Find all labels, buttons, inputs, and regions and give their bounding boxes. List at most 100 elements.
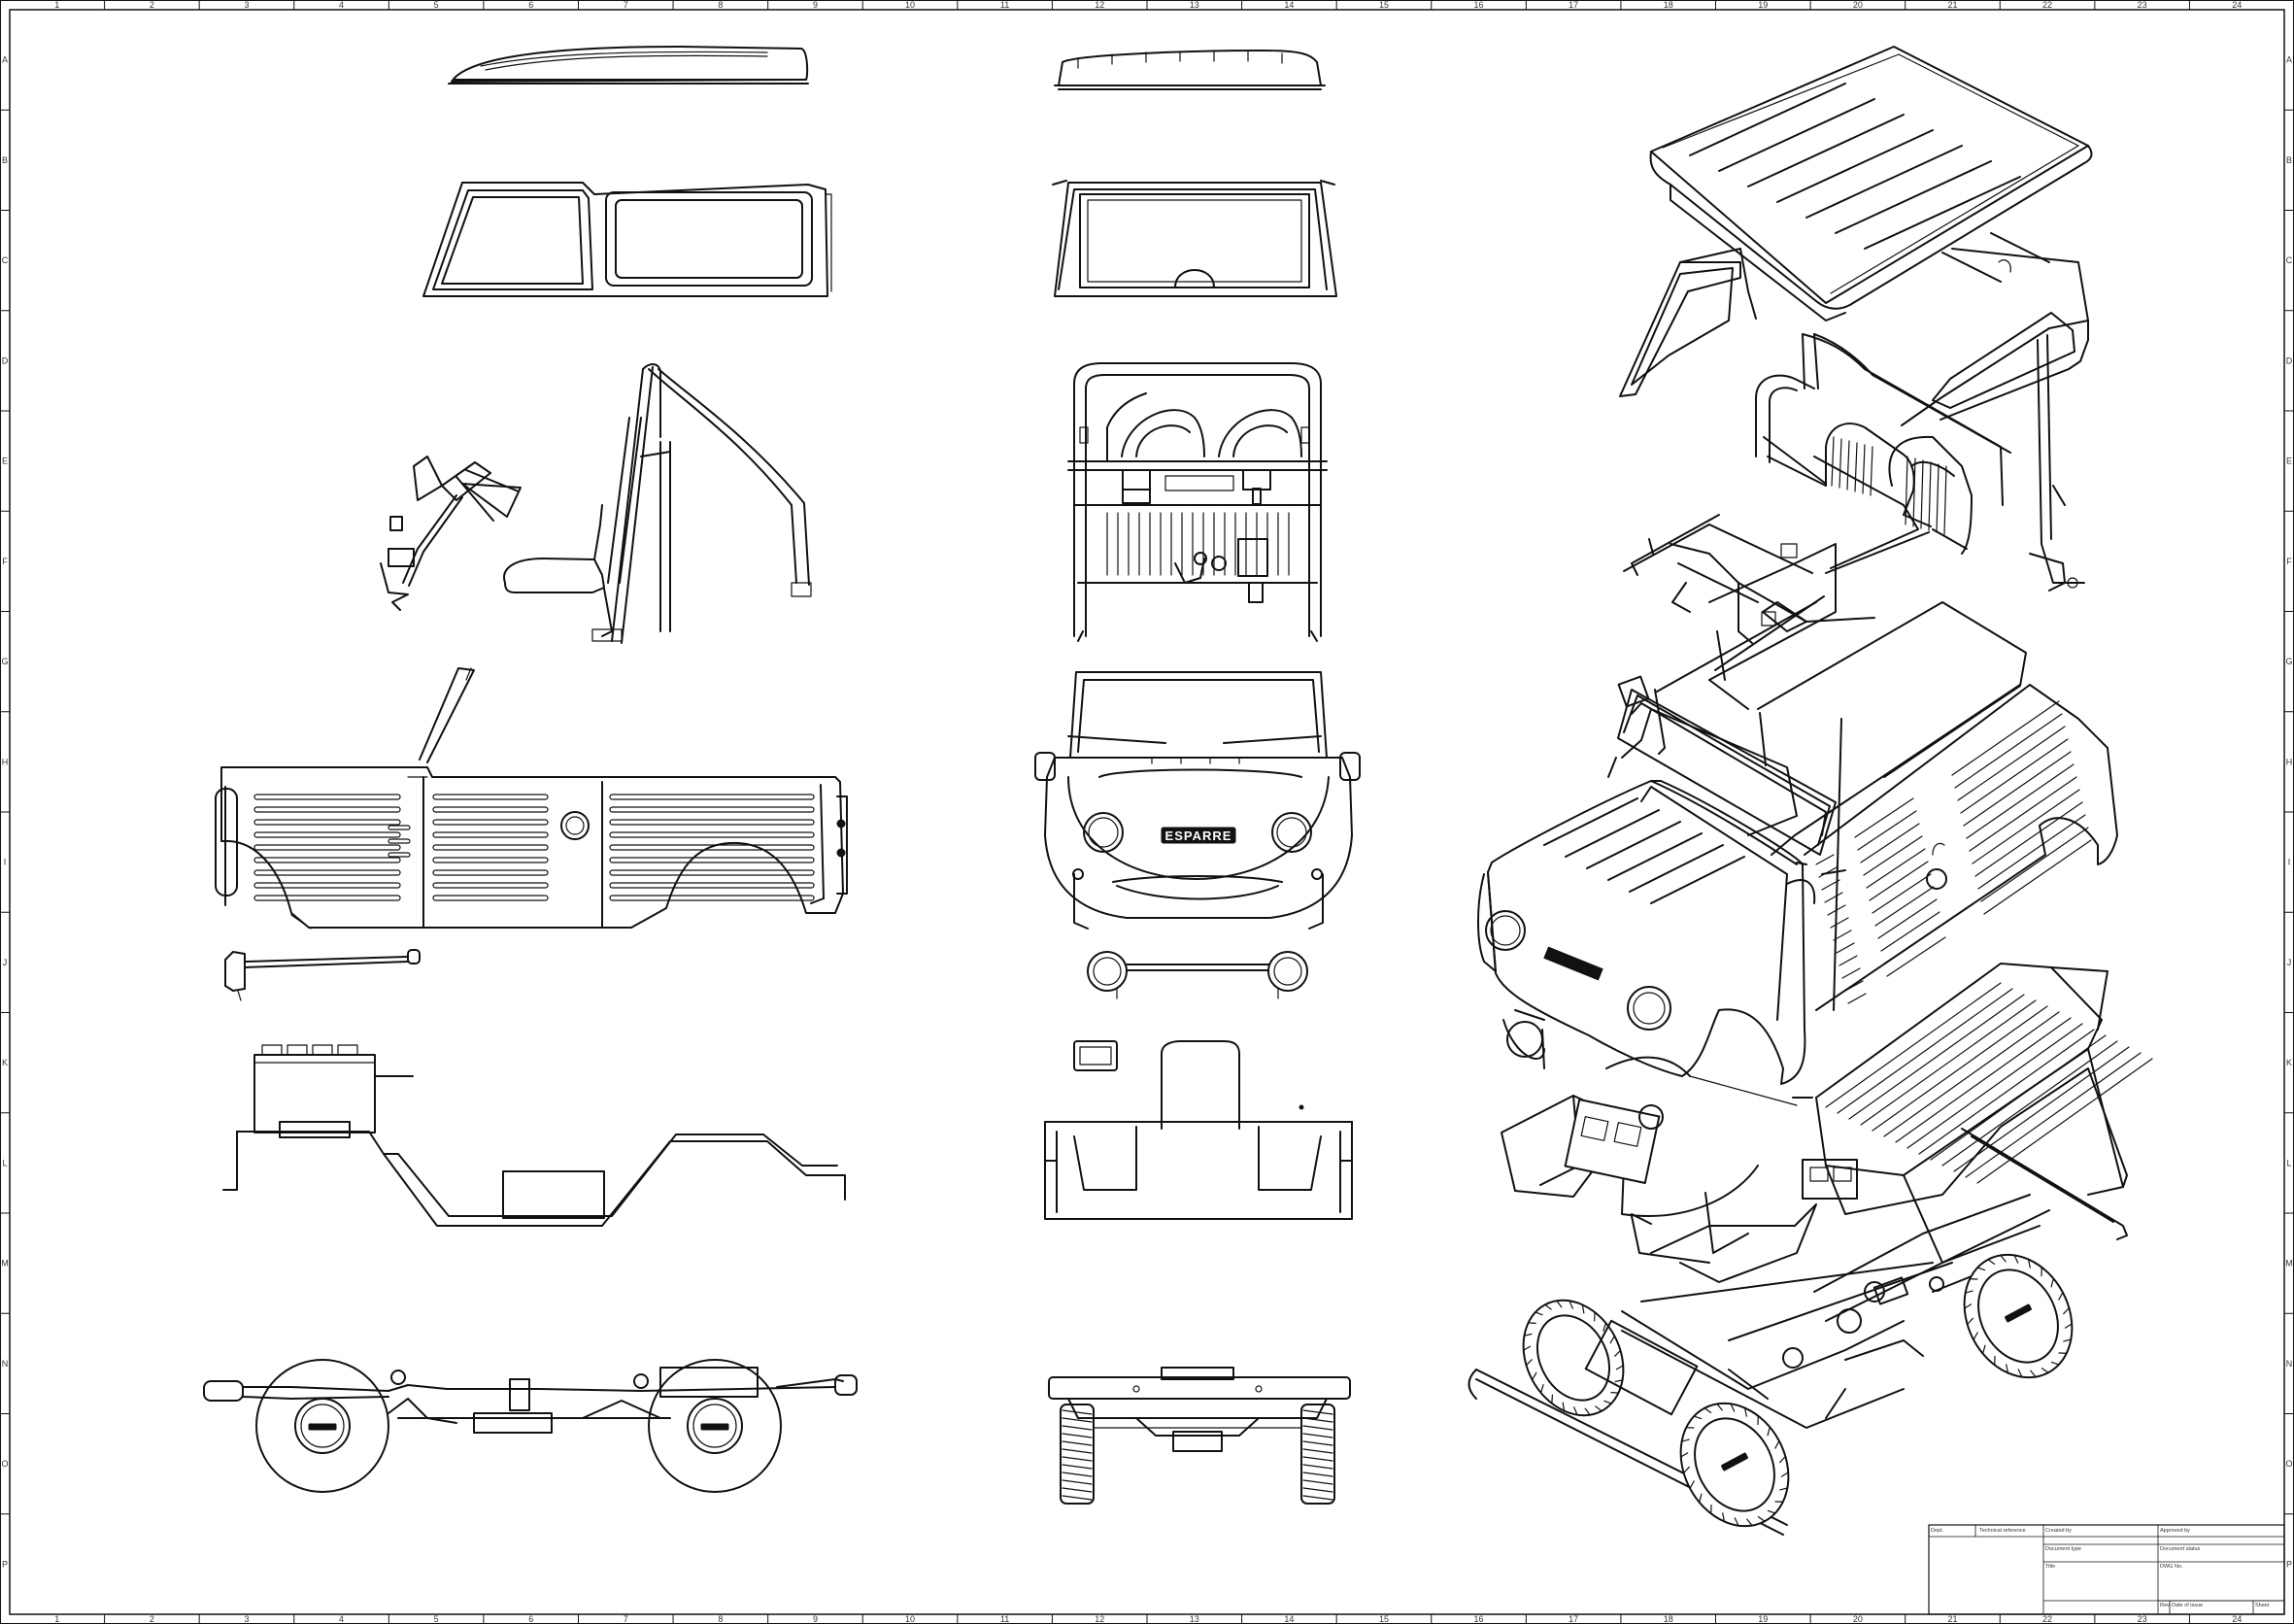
- side-louvre: [1963, 751, 2072, 827]
- side-louvre: [1951, 700, 2060, 776]
- hardtop-rear-view: [1052, 180, 1337, 297]
- title-block-technical-reference: Technical reference: [1979, 1528, 2026, 1534]
- column-ticks: 1122334455667788991010111112121313141415…: [54, 0, 2242, 1624]
- tyre-tread: [1532, 1371, 1537, 1381]
- left-row-label: A: [2, 55, 8, 65]
- right-row-label: B: [2286, 155, 2292, 165]
- top-column-label: 20: [1853, 0, 1863, 10]
- tyre-tread: [1581, 1303, 1585, 1314]
- tyre-tread: [2041, 1368, 2049, 1373]
- side-louvre: [1841, 967, 1861, 979]
- roof-rear-view: [1054, 50, 1326, 90]
- floor-slat: [1918, 1029, 2095, 1155]
- hood-louvre: [1629, 844, 1724, 893]
- right-row-label: F: [2286, 557, 2292, 566]
- body-front-view: ESPARRE: [1034, 671, 1361, 930]
- floor-slat: [1976, 1058, 2153, 1184]
- floor-slat: [1941, 1040, 2118, 1167]
- tyre-tread: [1699, 1493, 1703, 1504]
- louvre: [253, 806, 401, 813]
- title-block-document-type: Document type: [2045, 1546, 2081, 1552]
- tyre-tread: [1730, 1403, 1736, 1412]
- body-side-view: [215, 667, 848, 930]
- top-column-label: 14: [1284, 0, 1294, 10]
- tyre-tread: [1523, 1333, 1533, 1336]
- floor-slat: [1860, 999, 2037, 1126]
- top-column-label: 13: [1190, 0, 1199, 10]
- tyre-tread: [1562, 1402, 1566, 1412]
- tyre-tread: [1556, 1300, 1563, 1308]
- floor-slat: [1848, 994, 2025, 1120]
- tyre-tread: [1062, 1448, 1093, 1454]
- iso-grille-logo-plate: [1543, 946, 1603, 981]
- bottom-column-label: 21: [1947, 1614, 1957, 1624]
- right-row-label: H: [2286, 757, 2293, 766]
- right-row-label: N: [2286, 1359, 2293, 1369]
- louvre: [253, 794, 401, 800]
- floor-slat: [1872, 1005, 2048, 1132]
- top-column-label: 24: [2232, 0, 2242, 10]
- tyre-tread: [1987, 1259, 1996, 1265]
- left-row-label: G: [1, 657, 8, 666]
- tyre-tread: [1689, 1480, 1695, 1490]
- tyre-tread: [1302, 1417, 1333, 1423]
- louvre: [253, 882, 401, 889]
- iso-hardtop: [1619, 232, 2089, 426]
- side-louvre: [1886, 936, 1946, 977]
- hood-louvre: [1565, 809, 1660, 858]
- tyre-tread: [2063, 1338, 2072, 1342]
- bottom-column-label: 2: [150, 1614, 154, 1624]
- top-column-label: 4: [339, 0, 344, 10]
- left-row-label: I: [4, 858, 7, 867]
- title-block-date-of-issue: Date of issue: [2172, 1603, 2203, 1608]
- tyre-tread: [1683, 1466, 1690, 1474]
- tyre-tread: [1573, 1406, 1578, 1416]
- bottom-column-label: 22: [2042, 1614, 2052, 1624]
- top-column-label: 1: [54, 0, 59, 10]
- side-louvre: [1833, 930, 1852, 941]
- iso-wheel-rear-right: [1963, 1253, 2074, 1379]
- side-louvre: [1969, 776, 2077, 852]
- roof-rib: [1718, 98, 1875, 172]
- top-column-label: 11: [1000, 0, 1009, 10]
- tyre-tread: [2000, 1254, 2007, 1263]
- tyre-tread: [1982, 1344, 1986, 1355]
- right-row-label: A: [2286, 55, 2292, 65]
- louvre: [253, 895, 401, 901]
- side-louvre: [1880, 911, 1940, 952]
- tyre-tread: [2006, 1364, 2009, 1374]
- tyre-tread: [1062, 1472, 1093, 1477]
- left-row-label: C: [2, 255, 9, 265]
- title-block-dept: Dept.: [1931, 1528, 1944, 1534]
- tyre-tread: [1302, 1456, 1333, 1462]
- tyre-tread: [1062, 1440, 1093, 1446]
- bottom-column-label: 7: [624, 1614, 628, 1624]
- tyre-tread: [1544, 1303, 1552, 1310]
- tyre-tread: [2050, 1277, 2054, 1288]
- side-louvre: [1857, 810, 1917, 851]
- tyre-tread: [1746, 1518, 1753, 1527]
- tyre-tread: [1539, 1384, 1544, 1394]
- tyre-tread: [1535, 1311, 1543, 1316]
- side-louvre: [1972, 789, 2080, 864]
- bottom-column-label: 8: [718, 1614, 723, 1624]
- bottom-column-label: 18: [1664, 1614, 1673, 1624]
- top-column-label: 7: [624, 0, 628, 10]
- tyre-tread: [1614, 1349, 1622, 1357]
- side-louvre: [1883, 924, 1943, 964]
- bottom-column-label: 1: [54, 1614, 59, 1624]
- iso-roof: [1649, 46, 2093, 321]
- tyre-tread: [1722, 1512, 1726, 1523]
- tyre-tread: [1062, 1417, 1093, 1423]
- title-block-dwg-no: DWG No.: [2160, 1564, 2183, 1570]
- tyre-tread: [1602, 1322, 1607, 1332]
- louvre: [432, 831, 549, 838]
- louvre: [432, 857, 549, 863]
- left-row-label: F: [2, 557, 8, 566]
- tyre-tread: [1610, 1392, 1619, 1394]
- tyre-tread: [1973, 1332, 1978, 1341]
- right-row-label: D: [2286, 355, 2293, 365]
- iso-chassis: [1467, 1194, 2050, 1536]
- left-row-label: H: [2, 757, 9, 766]
